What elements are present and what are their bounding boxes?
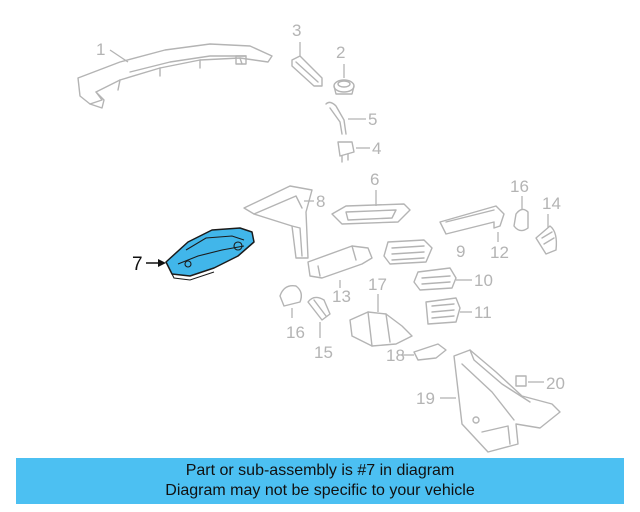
part-8-duct[interactable] (243, 185, 313, 259)
callout-11: 11 (474, 303, 492, 322)
callout-13: 13 (332, 287, 351, 306)
part-15-nozzle[interactable] (307, 296, 331, 321)
callout-6: 6 (370, 170, 379, 189)
part-18-grille[interactable] (413, 343, 447, 361)
leader-1 (109, 49, 129, 63)
callout-1: 1 (96, 40, 105, 59)
part-2-grommet[interactable] (333, 79, 355, 95)
callout-16b: 16 (286, 323, 305, 342)
callout-3: 3 (292, 21, 301, 40)
part-17-housing[interactable] (349, 311, 413, 347)
part-16-cap-left[interactable] (279, 285, 303, 307)
part-16-cap-right[interactable] (513, 208, 529, 232)
callout-9: 9 (456, 242, 465, 261)
callout-16a: 16 (510, 177, 529, 196)
callout-14: 14 (542, 194, 561, 213)
part-4-clip[interactable] (337, 141, 355, 163)
leader-7-arrowhead (158, 259, 166, 267)
callout-15: 15 (314, 343, 333, 362)
callout-17: 17 (368, 275, 387, 294)
part-5-rod[interactable] (325, 101, 347, 135)
caption-bar: Part or sub-assembly is #7 in diagram Di… (16, 458, 624, 504)
part-7-highlighted[interactable] (165, 227, 255, 281)
part-20-clip[interactable] (515, 375, 527, 387)
part-11-register[interactable] (425, 297, 461, 325)
part-19-floor-duct[interactable] (453, 349, 561, 453)
caption-line-2: Diagram may not be specific to your vehi… (165, 482, 475, 499)
callout-5: 5 (368, 110, 377, 129)
callout-18: 18 (386, 346, 405, 365)
callout-2: 2 (336, 43, 345, 62)
part-9-register[interactable] (383, 239, 433, 265)
callout-19: 19 (416, 389, 435, 408)
part-3-vent-duct[interactable] (291, 55, 323, 87)
part-1-dash-duct[interactable] (77, 43, 273, 109)
part-14-louver[interactable] (535, 225, 558, 255)
parts-diagram: 1 3 2 5 4 8 6 16 (77, 21, 565, 453)
callout-10: 10 (474, 271, 493, 290)
callout-7: 7 (132, 254, 143, 275)
callout-12: 12 (490, 243, 509, 262)
part-12-duct[interactable] (439, 205, 505, 235)
callout-8: 8 (316, 192, 325, 211)
part-6-duct[interactable] (331, 203, 411, 225)
callout-4: 4 (372, 139, 381, 158)
part-13-duct[interactable] (307, 245, 373, 279)
caption-line-1: Part or sub-assembly is #7 in diagram (185, 462, 455, 479)
part-10-register[interactable] (413, 267, 457, 291)
callout-20: 20 (546, 374, 565, 393)
